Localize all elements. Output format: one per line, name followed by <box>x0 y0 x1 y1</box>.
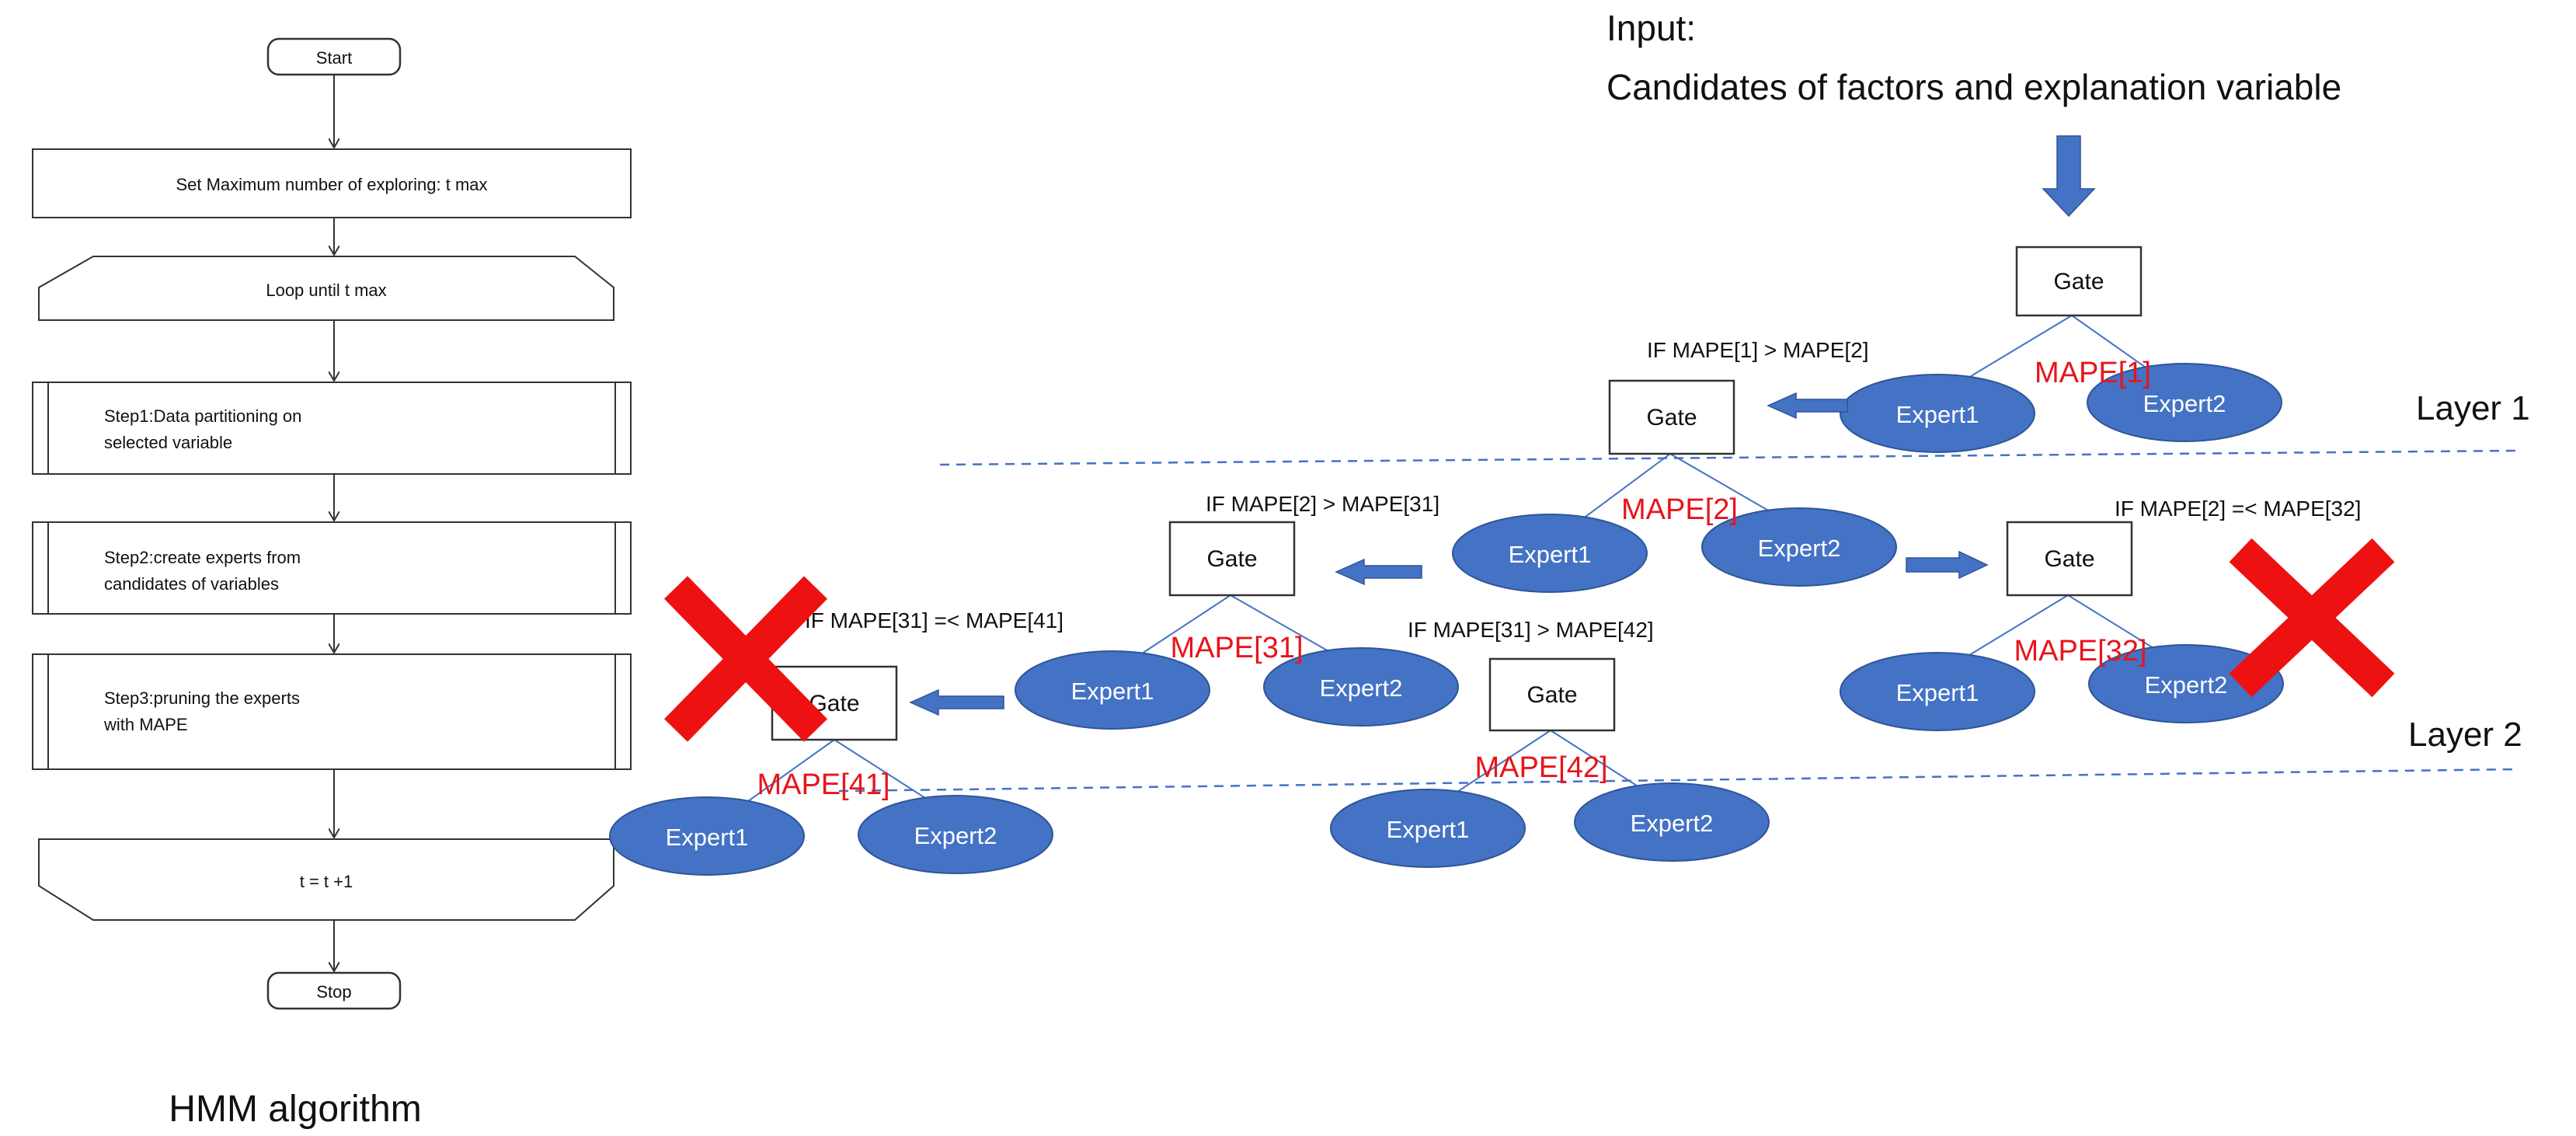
input-down-arrow <box>2042 135 2096 218</box>
gate-node-32: Gate Expert1 Expert2 MAPE[32] <box>1840 521 2284 731</box>
layer1-label: Layer 1 <box>2416 389 2530 427</box>
expert2-label: Expert2 <box>1631 810 1714 837</box>
mape-2-label: MAPE[2] <box>1621 493 1738 526</box>
start-label: Start <box>316 48 352 68</box>
gate-node-41: Gate Expert1 Expert2 MAPE[41] <box>609 665 1053 876</box>
gate-box <box>1168 521 1296 597</box>
expert1-node <box>1840 374 2035 453</box>
mape-41-label: MAPE[41] <box>757 768 889 801</box>
layer2-label: Layer 2 <box>2408 716 2522 754</box>
expert2-node <box>1701 507 1897 587</box>
flowchart: Start Set Maximum number of exploring: t… <box>32 37 632 1130</box>
expert2-node <box>2087 363 2282 442</box>
input-title: Input: <box>1607 8 1696 48</box>
start-terminator <box>266 37 402 76</box>
step1-line1: Step1:Data partitioning on <box>104 406 301 426</box>
condition-c2b: IF MAPE[2] =< MAPE[32] <box>2115 497 2361 521</box>
expert1-node <box>1330 789 1526 868</box>
right-block-arrow <box>1906 550 1989 580</box>
expert1-label: Expert1 <box>666 824 749 851</box>
step1-line2: selected variable <box>104 433 232 452</box>
condition-c3a: IF MAPE[31] =< MAPE[41] <box>805 608 1063 632</box>
step2-line2: candidates of variables <box>104 574 279 594</box>
loop-start-shape <box>38 256 614 321</box>
mape-32-label: MAPE[32] <box>2014 635 2146 667</box>
expert1-node <box>1015 650 1210 730</box>
gate-node-42: Gate Expert1 Expert2 MAPE[42] <box>1330 657 1770 868</box>
gate-node-31: Gate Expert1 Expert2 MAPE[31] <box>1015 521 1459 730</box>
set-max-process <box>32 148 632 218</box>
expert1-node <box>609 796 805 876</box>
mape-31-label: MAPE[31] <box>1170 632 1303 664</box>
expert1-label: Expert1 <box>1896 401 1979 428</box>
loop-end-label: t = t +1 <box>300 872 353 891</box>
step2-process <box>32 521 632 615</box>
expert1-node <box>1840 652 2035 731</box>
expert2-label: Expert2 <box>2145 671 2228 699</box>
expert2-node <box>1263 647 1459 727</box>
gate-label: Gate <box>1646 405 1697 430</box>
pruned-cross-icon <box>663 576 828 742</box>
expert2-label: Expert2 <box>914 822 997 849</box>
left-block-arrow <box>1335 558 1422 586</box>
tree-diagram: Input: Candidates of factors and explana… <box>609 8 2530 876</box>
gate-box <box>1608 379 1735 455</box>
expert2-label: Expert2 <box>2143 390 2226 417</box>
expert2-node <box>1574 782 1770 862</box>
step3-line1: Step3:pruning the experts <box>104 688 300 708</box>
gate-label: Gate <box>2053 269 2104 294</box>
expert2-node <box>2088 644 2284 723</box>
condition-c2a: IF MAPE[2] > MAPE[31] <box>1206 492 1439 516</box>
pruned-cross-icon <box>2229 538 2395 698</box>
gate-box <box>2006 521 2133 597</box>
gate-label: Gate <box>2044 546 2094 572</box>
expert1-label: Expert1 <box>1071 678 1154 705</box>
layer1-divider <box>939 449 2518 466</box>
gate-box <box>1488 657 1616 732</box>
step3-line2: with MAPE <box>103 715 188 734</box>
expert1-label: Expert1 <box>1387 816 1470 843</box>
mape-1-label: MAPE[1] <box>2035 357 2151 389</box>
gate-node-layer1: Gate Expert1 Expert2 MAPE[2] <box>1452 379 1897 593</box>
gate-box <box>2015 246 2143 317</box>
mape-42-label: MAPE[42] <box>1474 751 1607 784</box>
condition-c3b: IF MAPE[31] > MAPE[42] <box>1408 618 1654 642</box>
step3-process <box>32 653 632 770</box>
set-max-label: Set Maximum number of exploring: t max <box>176 175 487 194</box>
expert2-node <box>858 795 1053 874</box>
loop-start-label: Loop until t max <box>266 281 386 300</box>
gate-node-root: Gate Expert1 Expert2 MAPE[1] <box>1840 246 2282 453</box>
expert1-label: Expert1 <box>1509 541 1592 568</box>
gate-label: Gate <box>1206 546 1257 572</box>
stop-terminator <box>266 971 402 1010</box>
condition-c1: IF MAPE[1] > MAPE[2] <box>1647 338 1869 362</box>
left-block-arrow <box>1767 392 1848 420</box>
layer2-divider <box>838 768 2518 793</box>
expert1-label: Expert1 <box>1896 679 1979 706</box>
flowchart-caption: HMM algorithm <box>169 1089 421 1130</box>
left-block-arrow <box>909 688 1004 716</box>
step2-line1: Step2:create experts from <box>104 548 301 567</box>
expert2-label: Expert2 <box>1758 535 1841 562</box>
step1-process <box>32 382 632 475</box>
gate-label: Gate <box>1526 682 1577 708</box>
expert1-node <box>1452 514 1648 593</box>
input-description: Candidates of factors and explanation va… <box>1607 67 2341 107</box>
expert2-label: Expert2 <box>1320 674 1403 702</box>
stop-label: Stop <box>316 982 351 1002</box>
